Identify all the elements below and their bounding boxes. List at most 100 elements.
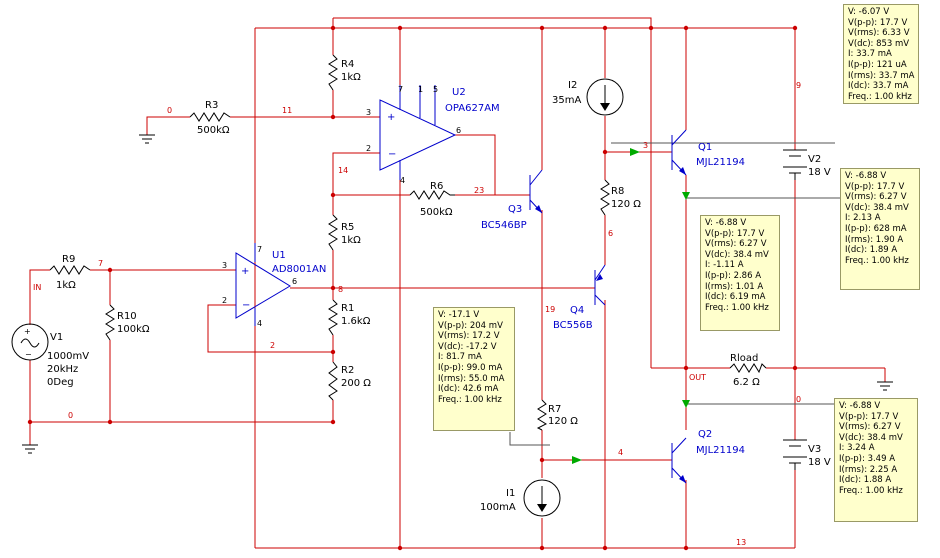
net-label: 2: [270, 341, 275, 350]
transistor-q4: [594, 264, 606, 306]
probe-line: V: -6.07 V: [848, 7, 890, 17]
r3-value: 500kΩ: [197, 125, 230, 136]
net-label: 14: [338, 166, 348, 175]
net-label: 19: [545, 305, 555, 314]
r6-resistor: [409, 190, 455, 200]
r9-ref: R9: [62, 254, 75, 265]
r2-resistor: [328, 361, 338, 401]
net-label: 8: [338, 285, 343, 294]
junctions: [27, 25, 798, 551]
r8-ref: R8: [611, 186, 624, 197]
probe-line: I(p-p): 2.86 A: [705, 270, 762, 281]
svg-text:+: +: [241, 266, 249, 277]
probe-line: V(dc): 38.4 mV: [705, 249, 769, 260]
dc-source-v2: [783, 149, 807, 180]
probe-line: V: -17.1 V: [438, 310, 480, 320]
opamp-u2: + −: [379, 85, 457, 180]
u2-pin1: 1: [418, 85, 423, 94]
r8-value: 120 Ω: [611, 199, 641, 210]
u1-pin7: 7: [257, 245, 262, 254]
probe-line: Freq.: 1.00 kHz: [438, 394, 502, 405]
net-label: 3: [643, 141, 648, 150]
rload-resistor: [729, 363, 767, 374]
q3-ref: Q3: [508, 204, 522, 215]
probe-line: V(dc): 853 mV: [848, 38, 910, 49]
u2-pin2: 2: [366, 144, 371, 153]
r9-value: 1kΩ: [56, 280, 76, 291]
r1-value: 1.6kΩ: [341, 316, 371, 327]
net-label: IN: [33, 283, 41, 292]
r4-resistor: [328, 54, 338, 91]
v2-value: 18 V: [808, 167, 831, 178]
probe-line: I(dc): 6.19 mA: [705, 292, 766, 303]
q1-part: MJL21194: [696, 157, 745, 168]
v1-amplitude: 1000mV: [47, 351, 89, 362]
net-label: 6: [608, 229, 613, 238]
u2-pin5: 5: [433, 85, 438, 94]
v3-ref: V3: [808, 444, 821, 455]
probe-line: V(dc): -17.2 V: [438, 341, 497, 352]
u2-pin6: 6: [456, 126, 461, 135]
opamp-u1: + −: [235, 243, 291, 326]
probe-3-readout[interactable]: V: -6.88 V V(p-p): 17.7 V V(rms): 6.27 V…: [700, 215, 780, 331]
r7-value: 120 Ω: [548, 416, 578, 427]
r5-resistor: [328, 214, 338, 251]
resistors: [49, 54, 767, 431]
r5-value: 1kΩ: [341, 235, 361, 246]
r7-resistor: [536, 399, 548, 431]
u2-ref: U2: [452, 87, 466, 98]
net-label: 9: [796, 81, 801, 90]
r1-ref: R1: [341, 303, 354, 314]
probe-line: V: -6.88 V: [845, 171, 887, 181]
svg-text:+: +: [387, 112, 395, 123]
u1-pin2: 2: [222, 296, 227, 305]
probe-line: V: -6.88 V: [839, 401, 881, 411]
r7-ref: R7: [548, 404, 561, 415]
q1-ref: Q1: [698, 142, 712, 153]
net-label: OUT: [689, 373, 706, 382]
probe-line: I(dc): 1.89 A: [845, 245, 898, 256]
probe-line: I: -1.11 A: [705, 260, 744, 271]
probe-line: V(p-p): 204 mV: [438, 320, 503, 331]
r4-ref: R4: [341, 59, 354, 70]
probe-line: V(p-p): 17.7 V: [845, 181, 905, 192]
net-label: 7: [98, 259, 103, 268]
probe-line: V(rms): 6.27 V: [705, 239, 767, 250]
r3-ref: R3: [205, 100, 218, 111]
u2-pin3: 3: [366, 108, 371, 117]
probe-line: V(rms): 6.33 V: [848, 28, 910, 39]
ac-source-v1: + −: [11, 323, 49, 361]
r10-resistor: [105, 304, 115, 341]
probe-line: I: 33.7 mA: [848, 49, 892, 60]
probe-line: Freq.: 1.00 kHz: [839, 485, 903, 496]
probe-line: I: 2.13 A: [845, 213, 881, 224]
u1-pin3: 3: [222, 261, 227, 270]
probe-4-readout[interactable]: V: -17.1 V V(p-p): 204 mV V(rms): 17.2 V…: [433, 307, 515, 431]
u1-pin6: 6: [292, 277, 297, 286]
r5-ref: R5: [341, 222, 354, 233]
r9-resistor: [49, 265, 91, 275]
probe-line: I(p-p): 3.49 A: [839, 453, 896, 464]
dc-source-v3: [783, 439, 807, 470]
r10-value: 100kΩ: [117, 324, 150, 335]
q3-part: BC546BP: [481, 220, 527, 231]
rload-ref: Rload: [730, 353, 758, 364]
transistor-q3: [529, 169, 543, 214]
probe-line: V: -6.88 V: [705, 218, 747, 228]
current-source-i1: [523, 479, 561, 517]
probe-1-readout[interactable]: V: -6.07 V V(p-p): 17.7 V V(rms): 6.33 V…: [843, 4, 919, 104]
probe-2-readout[interactable]: V: -6.88 V V(p-p): 17.7 V V(rms): 6.27 V…: [840, 168, 920, 290]
rload-value: 6.2 Ω: [733, 377, 760, 388]
u1-part: AD8001AN: [272, 264, 326, 275]
r2-ref: R2: [341, 365, 354, 376]
probe-5-readout[interactable]: V: -6.88 V V(p-p): 17.7 V V(rms): 6.27 V…: [834, 398, 918, 522]
q4-ref: Q4: [570, 305, 584, 316]
current-source-i2: [586, 78, 624, 116]
probe-line: I(rms): 1.01 A: [705, 281, 764, 292]
v3-value: 18 V: [808, 457, 831, 468]
i1-value: 100mA: [480, 502, 516, 513]
u2-part: OPA627AM: [445, 103, 500, 114]
probe-line: V(rms): 6.27 V: [839, 422, 901, 433]
i2-ref: I2: [568, 80, 577, 91]
probe-line: Freq.: 1.00 kHz: [845, 255, 909, 266]
